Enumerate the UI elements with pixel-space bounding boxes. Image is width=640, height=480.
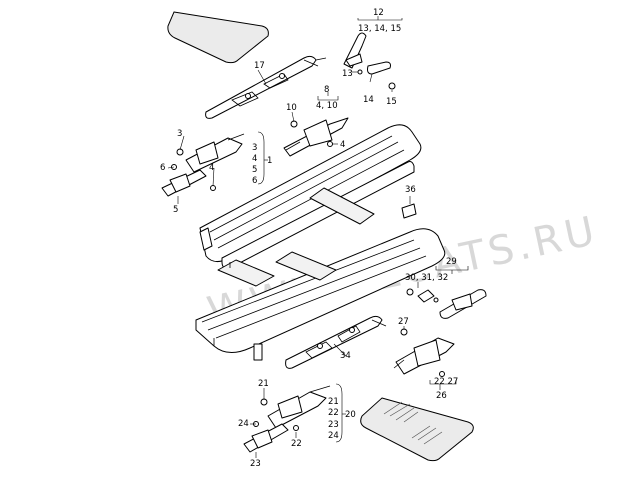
glass-panel-bottom bbox=[360, 397, 474, 462]
callout-10: 10 bbox=[286, 103, 297, 113]
callout-6: 6 bbox=[160, 163, 165, 173]
callout-5: 5 bbox=[173, 205, 178, 215]
part-34-guide-rail bbox=[285, 315, 387, 369]
callout-22-27: 22 27 bbox=[434, 377, 458, 387]
callout-labels: 3 6 4 5 3 4 5 6 1 10 8 4, 10 4 12 13, 14… bbox=[160, 8, 458, 469]
callout-20: 20 bbox=[345, 410, 356, 420]
callout-15: 15 bbox=[386, 97, 397, 107]
callout-3-list: 3 bbox=[252, 143, 257, 153]
part-36-clip bbox=[401, 203, 417, 219]
part-12-lever-assembly bbox=[343, 32, 396, 90]
callout-34: 34 bbox=[340, 351, 351, 361]
callout-13-14-15: 13, 14, 15 bbox=[358, 24, 401, 34]
callout-23-list: 23 bbox=[328, 420, 339, 430]
glass-panel-top bbox=[167, 11, 269, 64]
part-29-lever-assembly bbox=[406, 288, 487, 319]
callout-27: 27 bbox=[398, 317, 409, 327]
callout-30-31-32: 30, 31, 32 bbox=[405, 273, 448, 283]
callout-13: 13 bbox=[342, 69, 353, 79]
callout-22: 22 bbox=[291, 439, 302, 449]
part-20-mechanism-lower-left bbox=[243, 385, 331, 453]
callout-21-list: 21 bbox=[328, 397, 339, 407]
callout-36: 36 bbox=[405, 185, 416, 195]
callout-6-list: 6 bbox=[252, 176, 257, 186]
callout-29: 29 bbox=[446, 257, 457, 267]
part-8-mechanism-center bbox=[283, 117, 349, 157]
callout-24-list: 24 bbox=[328, 431, 339, 441]
part-26-mechanism-lower-right bbox=[393, 328, 455, 377]
callout-4-list: 4 bbox=[252, 154, 257, 164]
callout-3: 3 bbox=[177, 129, 182, 139]
callout-22-list: 22 bbox=[328, 408, 339, 418]
callout-23: 23 bbox=[250, 459, 261, 469]
callout-21: 21 bbox=[258, 379, 269, 389]
callout-26: 26 bbox=[436, 391, 447, 401]
callout-12: 12 bbox=[373, 8, 384, 18]
callout-5-list: 5 bbox=[252, 165, 257, 175]
callout-4: 4 bbox=[209, 163, 214, 173]
callout-17: 17 bbox=[254, 61, 265, 71]
callout-1: 1 bbox=[267, 156, 272, 166]
part-1-mechanism-upper-left bbox=[161, 133, 245, 197]
callout-4-10: 4, 10 bbox=[316, 101, 338, 111]
leader-lines bbox=[167, 16, 469, 458]
callout-4-center: 4 bbox=[340, 140, 345, 150]
sunroof-frame bbox=[195, 124, 446, 361]
callout-14: 14 bbox=[363, 95, 374, 105]
part-17-guide-rail bbox=[205, 55, 327, 119]
callout-24: 24 bbox=[238, 419, 249, 429]
callout-8: 8 bbox=[324, 85, 329, 95]
